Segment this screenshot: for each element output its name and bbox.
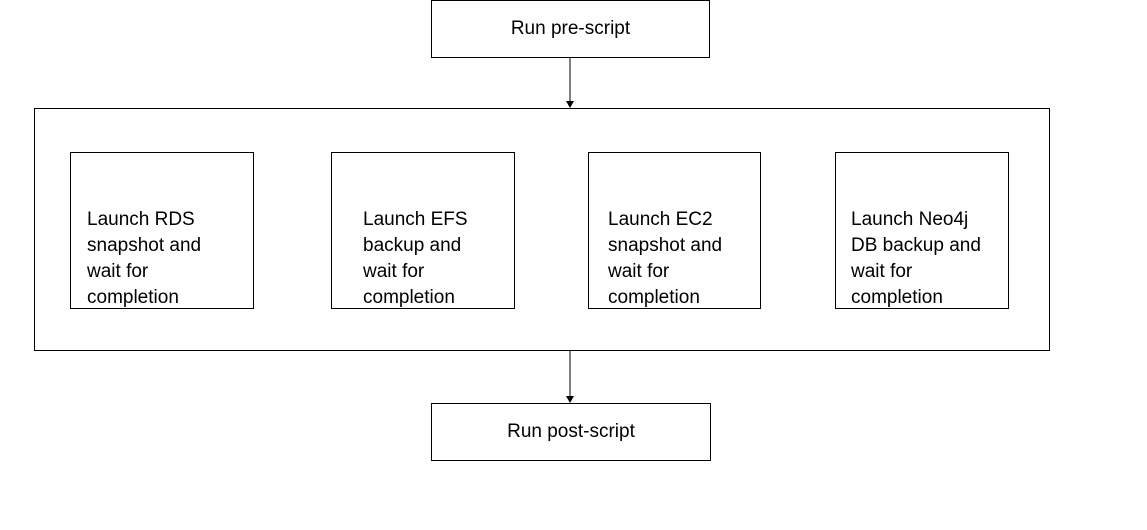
post-script-step: Run post-script	[431, 403, 711, 461]
task-neo4j-label: Launch Neo4j DB backup and wait for comp…	[851, 209, 981, 308]
pre-script-label: Run pre-script	[510, 18, 631, 39]
task-neo4j-backup: Launch Neo4j DB backup and wait for comp…	[835, 152, 1009, 309]
task-rds-snapshot: Launch RDS snapshot and wait for complet…	[70, 152, 254, 309]
task-rds-label: Launch RDS snapshot and wait for complet…	[87, 209, 202, 308]
post-script-label: Run post-script	[507, 421, 635, 442]
task-efs-label: Launch EFS backup and wait for completio…	[363, 209, 468, 308]
task-ec2-label: Launch EC2 snapshot and wait for complet…	[608, 209, 723, 308]
arrowhead-group-to-post	[566, 396, 574, 403]
pre-script-step: Run pre-script	[431, 0, 710, 58]
task-ec2-snapshot: Launch EC2 snapshot and wait for complet…	[588, 152, 761, 309]
arrowhead-pre-to-group	[566, 101, 574, 108]
task-efs-backup: Launch EFS backup and wait for completio…	[331, 152, 515, 309]
